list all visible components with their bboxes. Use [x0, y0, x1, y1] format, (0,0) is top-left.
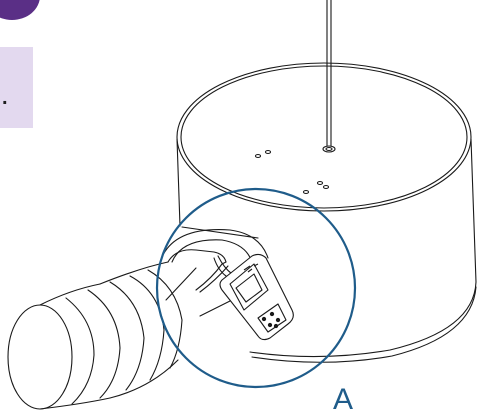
side-tab: [0, 47, 33, 128]
drum-right-wall: [249, 138, 477, 358]
drum-top-holes: [254, 149, 330, 195]
meter-cable: [213, 257, 227, 277]
drum-top-rim: [176, 62, 472, 212]
magnifier-callout-circle: [155, 187, 357, 389]
flexible-duct: [7, 261, 183, 410]
strap: [167, 249, 227, 263]
duct-collar: [159, 229, 269, 263]
side-tab-text: .: [2, 87, 8, 109]
handheld-meter-icon: [219, 253, 294, 341]
drum-left-wall: [176, 138, 181, 227]
callout-label: A: [333, 383, 354, 416]
